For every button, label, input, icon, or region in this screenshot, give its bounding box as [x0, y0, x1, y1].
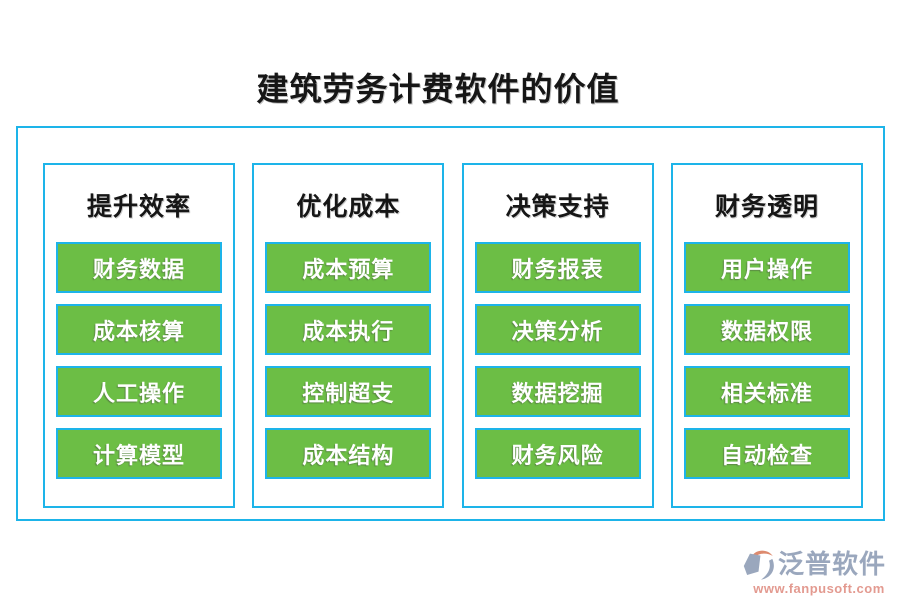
- brand-name: 泛普软件: [778, 550, 887, 579]
- button-manual-operation[interactable]: 人工操作: [56, 366, 222, 417]
- column-header-financial-transparency: 财务透明: [714, 194, 819, 221]
- column-cost-optimization: 优化成本 成本预算 成本执行 控制超支 成本结构: [252, 163, 445, 508]
- brand-logo: 泛普软件 www.fanpusoft.com: [740, 546, 890, 596]
- button-related-standard[interactable]: 相关标准: [683, 366, 850, 417]
- button-calculation-model[interactable]: 计算模型: [56, 428, 222, 479]
- button-financial-risk[interactable]: 财务风险: [474, 428, 641, 479]
- button-financial-report[interactable]: 财务报表: [474, 242, 641, 293]
- button-auto-check[interactable]: 自动检查: [683, 428, 850, 479]
- button-cost-execution[interactable]: 成本执行: [265, 304, 432, 355]
- button-overspend-control[interactable]: 控制超支: [265, 366, 432, 417]
- button-user-operation[interactable]: 用户操作: [683, 242, 850, 293]
- column-header-cost-optimization: 优化成本: [296, 194, 401, 221]
- button-decision-analysis[interactable]: 决策分析: [474, 304, 641, 355]
- brand-logo-row: 泛普软件: [740, 546, 890, 584]
- value-panel: 提升效率 财务数据 成本核算 人工操作 计算模型 优化成本 成本预算 成本执行 …: [16, 126, 885, 521]
- column-header-efficiency: 提升效率: [86, 194, 191, 221]
- button-financial-data[interactable]: 财务数据: [56, 242, 222, 293]
- fanpu-logo-icon: [743, 550, 774, 580]
- column-efficiency: 提升效率 财务数据 成本核算 人工操作 计算模型: [43, 163, 235, 508]
- button-cost-budget[interactable]: 成本预算: [265, 242, 432, 293]
- column-financial-transparency: 财务透明 用户操作 数据权限 相关标准 自动检查: [670, 163, 863, 508]
- button-cost-accounting[interactable]: 成本核算: [56, 304, 222, 355]
- button-cost-structure[interactable]: 成本结构: [265, 428, 432, 479]
- brand-url[interactable]: www.fanpusoft.com: [753, 581, 885, 596]
- button-data-permission[interactable]: 数据权限: [683, 304, 850, 355]
- column-decision-support: 决策支持 财务报表 决策分析 数据挖掘 财务风险: [461, 163, 654, 508]
- column-header-decision-support: 决策支持: [505, 194, 610, 221]
- page-title: 建筑劳务计费软件的价值: [256, 71, 620, 107]
- button-data-mining[interactable]: 数据挖掘: [474, 366, 641, 417]
